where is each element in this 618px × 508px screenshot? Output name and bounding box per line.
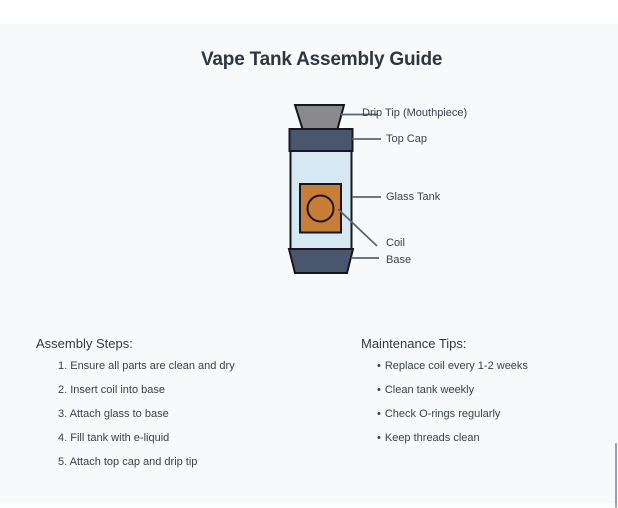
label-glass-tank: Glass Tank — [386, 191, 441, 203]
scrollbar-thumb[interactable] — [615, 443, 617, 508]
label-base: Base — [386, 254, 412, 266]
drip-tip-shape — [293, 104, 346, 130]
coil-circle — [306, 194, 335, 223]
maintenance-tip-item: •Replace coil every 1-2 weeks — [377, 360, 528, 373]
coil-leader-line — [337, 208, 378, 247]
maintenance-tip-text: Check O-rings regularly — [384, 408, 501, 420]
label-top-cap: Top Cap — [386, 133, 427, 145]
bullet-icon: • — [377, 432, 381, 444]
assembly-step-item: 1. Ensure all parts are clean and dry — [58, 360, 235, 372]
assembly-step-item: 2. Insert coil into base — [58, 384, 166, 396]
maintenance-tip-text: Replace coil every 1-2 weeks — [384, 360, 528, 372]
maintenance-tip-text: Clean tank weekly — [384, 384, 475, 396]
assembly-step-item: 5. Attach top cap and drip tip — [58, 456, 198, 468]
label-coil: Coil — [386, 237, 405, 249]
assembly-steps-heading: Assembly Steps: — [36, 336, 133, 351]
maintenance-tip-item: •Keep threads clean — [377, 432, 480, 445]
maintenance-tip-text: Keep threads clean — [384, 432, 480, 444]
coil-shape — [299, 183, 342, 234]
maintenance-tips-heading: Maintenance Tips: — [361, 336, 467, 351]
label-drip-tip: Drip Tip (Mouthpiece) — [362, 107, 468, 119]
bullet-icon: • — [377, 408, 381, 420]
bullet-icon: • — [377, 360, 381, 372]
top-cap-shape — [288, 128, 354, 152]
maintenance-tip-item: •Clean tank weekly — [377, 384, 474, 397]
assembly-step-item: 4. Fill tank with e-liquid — [58, 432, 170, 444]
maintenance-tip-item: •Check O-rings regularly — [377, 408, 500, 421]
assembly-step-item: 3. Attach glass to base — [58, 408, 169, 420]
base-shape — [287, 248, 355, 274]
bullet-icon: • — [377, 384, 381, 396]
page-title: Vape Tank Assembly Guide — [201, 49, 443, 70]
